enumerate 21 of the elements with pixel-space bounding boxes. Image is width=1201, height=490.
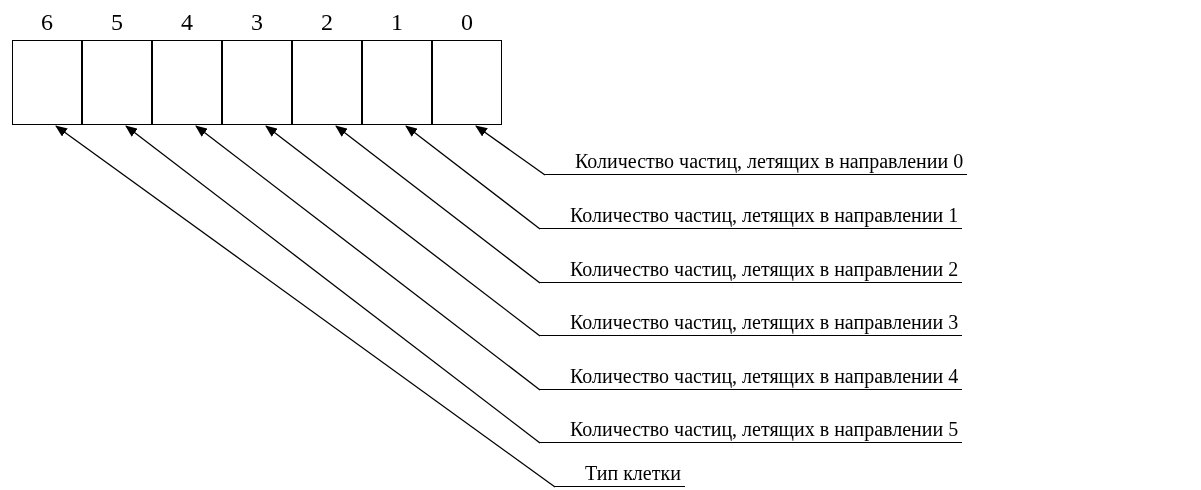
bit-number: 2 xyxy=(320,8,334,36)
bit-number: 4 xyxy=(180,8,194,36)
bit-number: 6 xyxy=(40,8,54,36)
leader-line xyxy=(475,125,546,176)
leader-line xyxy=(405,125,541,230)
leader-label: Тип клетки xyxy=(555,460,685,487)
leader-label: Количество частиц, летящих в направлении 3 xyxy=(540,309,963,336)
leader-label: Количество частиц, летящих в направлении 4 xyxy=(540,363,963,390)
leader-label: Количество частиц, летящих в направлении 1 xyxy=(540,202,963,229)
leader-line xyxy=(195,125,541,391)
leader-line xyxy=(55,125,556,488)
bit-number: 5 xyxy=(110,8,124,36)
leader-line xyxy=(265,125,541,337)
leader-line xyxy=(125,125,541,444)
leader-label: Количество частиц, летящих в направлении 0 xyxy=(545,148,968,175)
bit-number: 1 xyxy=(390,8,404,36)
bit-number: 3 xyxy=(250,8,264,36)
leader-label: Количество частиц, летящих в направлении 5 xyxy=(540,416,963,443)
leader-label: Количество частиц, летящих в направлении 2 xyxy=(540,256,963,283)
leader-line xyxy=(335,125,541,284)
bit-number: 0 xyxy=(460,8,474,36)
